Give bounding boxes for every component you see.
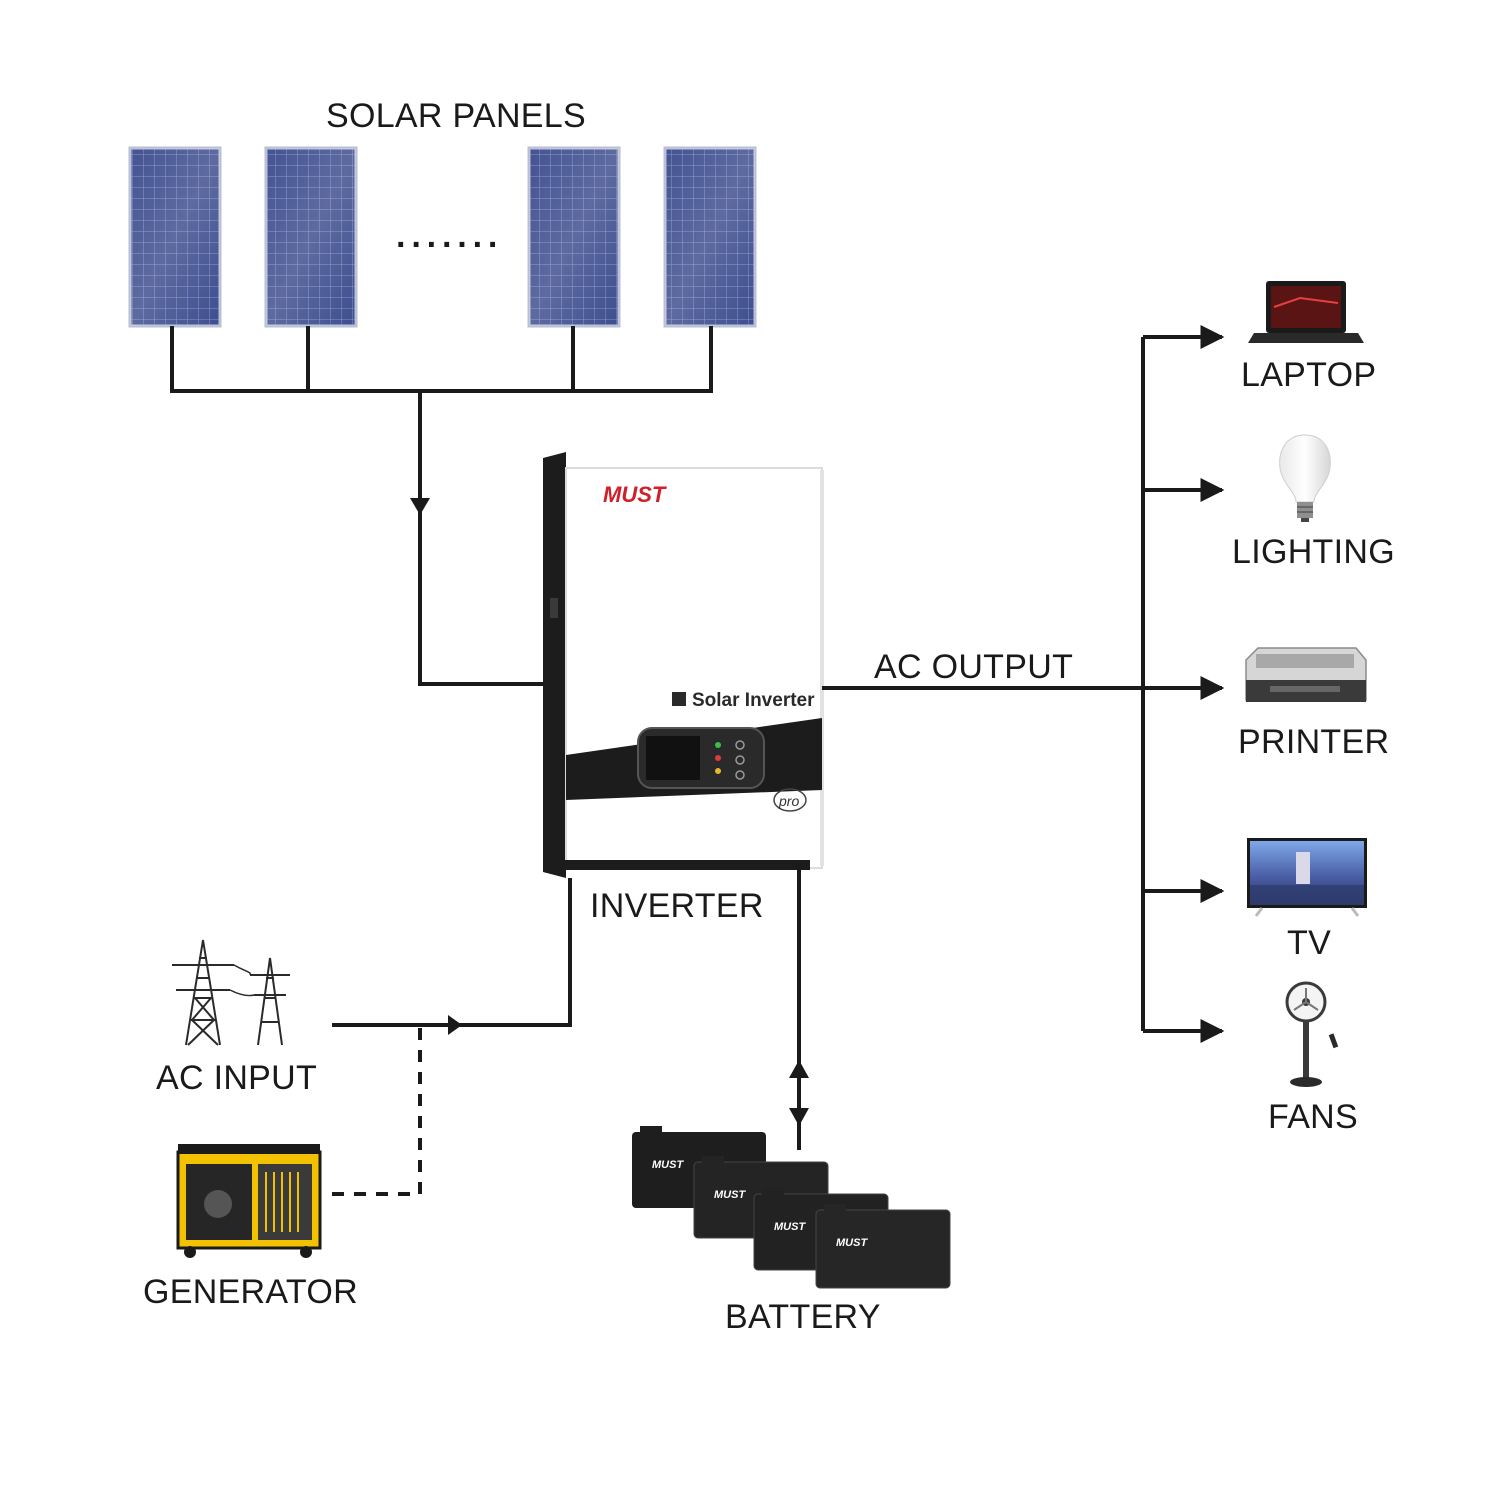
tv-icon: [1247, 838, 1367, 917]
load-label-tv: TV: [1287, 924, 1332, 962]
load-label-lighting: LIGHTING: [1232, 533, 1395, 571]
ac-input-label: AC INPUT: [156, 1059, 318, 1097]
laptop-icon: [1248, 281, 1364, 343]
fan-icon: [1285, 981, 1339, 1087]
inverter-grid-icon: [672, 692, 686, 706]
power-tower-icon: [172, 939, 290, 1046]
panel-wiring: [170, 326, 713, 686]
battery-down-arrow-icon: [789, 1108, 809, 1126]
svg-text:MUST: MUST: [652, 1159, 684, 1171]
battery-bank: MUST MUST MUST MUST: [632, 1126, 951, 1289]
generator-label: GENERATOR: [143, 1273, 358, 1311]
ac-input-wiring: [332, 878, 572, 1027]
svg-text:MUST: MUST: [836, 1237, 868, 1249]
generator-dashed-line: [332, 1025, 422, 1196]
inverter-label: INVERTER: [590, 887, 764, 925]
load-label-printer: PRINTER: [1238, 723, 1390, 761]
solar-panels-label: SOLAR PANELS: [326, 97, 586, 135]
svg-text:MUST: MUST: [774, 1221, 806, 1233]
solar-panel-1: [128, 146, 222, 328]
generator-icon: [176, 1144, 322, 1258]
solar-panel-2: [264, 146, 358, 328]
battery-up-arrow-icon: [789, 1060, 809, 1078]
battery-unit-4: MUST: [815, 1204, 951, 1289]
inverter-pro-badge: pro: [773, 788, 807, 812]
solar-panel-array: [128, 146, 757, 328]
ac-input-flow-arrow-icon: [448, 1015, 462, 1035]
svg-text:pro: pro: [778, 793, 799, 809]
solar-panel-3: [527, 146, 621, 328]
load-label-fans: FANS: [1268, 1098, 1359, 1136]
inverter-model-label: Solar Inverter: [692, 690, 815, 711]
battery-label: BATTERY: [725, 1298, 881, 1336]
light-bulb-icon: [1279, 434, 1331, 522]
solar-flow-arrow-icon: [410, 498, 430, 515]
svg-text:MUST: MUST: [714, 1189, 746, 1201]
ac-output-wiring: [822, 325, 1225, 1043]
load-label-laptop: LAPTOP: [1241, 356, 1377, 394]
ac-output-label: AC OUTPUT: [874, 648, 1074, 686]
inverter-unit: [543, 452, 824, 878]
printer-icon: [1245, 647, 1367, 702]
panels-ellipsis: ·······: [396, 226, 504, 264]
solar-panel-4: [663, 146, 757, 328]
inverter-brand-logo: MUST: [603, 482, 667, 507]
